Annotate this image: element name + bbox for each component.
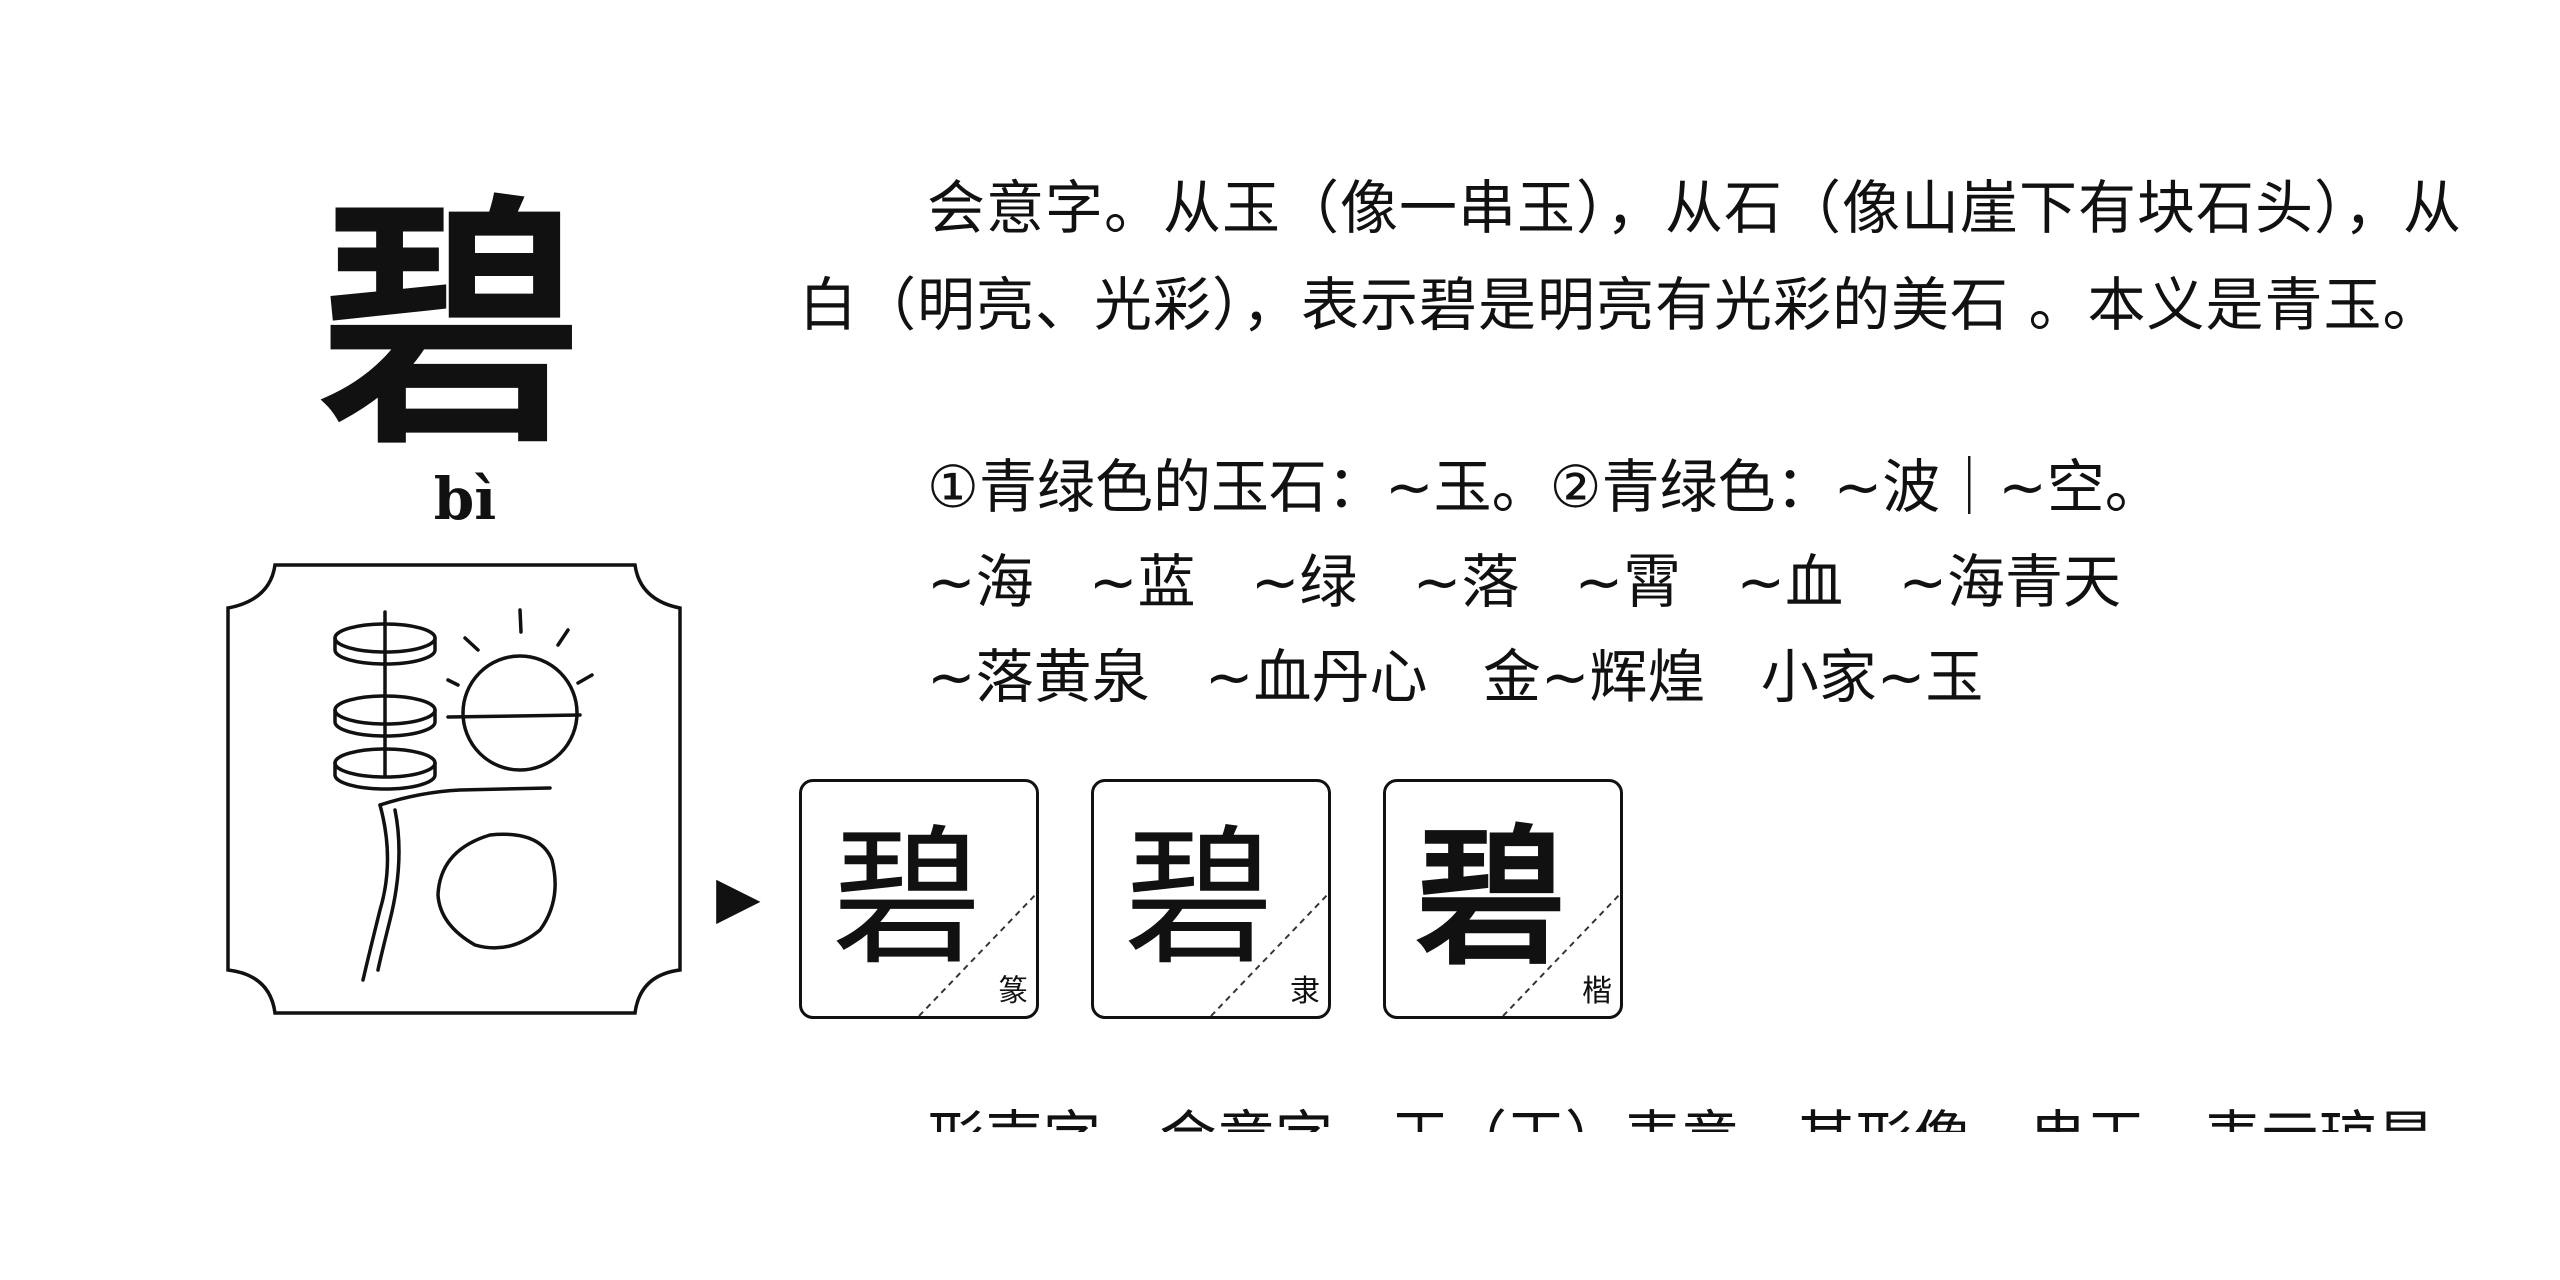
seal-script-glyph: 碧 [832,812,983,986]
seal-script-form: 碧 篆 [799,779,1039,1019]
next-entry-cut-text: 形声字。会意字。王（玉）表意，其形像一串玉，表示琼是 [927,1098,2527,1132]
arrow-icon: ▶ [716,863,761,931]
definitions-text: ①青绿色的玉石：~玉。②青绿色：~波｜~空。 [927,453,2163,521]
regular-script-label: 楷 [1582,974,1612,1009]
etymology-text: 会意字。从玉（像一串玉），从石（像山崖下有块石头），从白（明亮、光彩），表示碧是… [799,174,2463,339]
pictograph-illustration [226,563,682,1015]
cliff-icon [361,786,552,982]
seal-script-label: 篆 [998,974,1028,1009]
rock-icon [436,832,557,950]
headword-pinyin: bì [433,465,497,533]
jade-string-icon [333,610,437,791]
sun-icon [446,608,594,772]
clerical-script-glyph: 碧 [1124,812,1275,986]
headword-character: 碧 [320,171,582,479]
regular-script-glyph: 碧 [1416,812,1567,986]
clerical-script-form: 碧 隶 [1091,779,1331,1019]
regular-script-form: 碧 楷 [1383,779,1623,1019]
pictograph-frame [226,563,682,1015]
compound-words-line-1: ~海 ~蓝 ~绿 ~落 ~霄 ~血 ~海青天 [927,548,2122,616]
compound-words-line-2: ~落黄泉 ~血丹心 金~辉煌 小家~玉 [927,643,1984,711]
clerical-script-label: 隶 [1290,974,1320,1009]
next-entry-partial: 形声字。会意字。王（玉）表意，其形像一串玉，表示琼是 [927,1098,2527,1132]
